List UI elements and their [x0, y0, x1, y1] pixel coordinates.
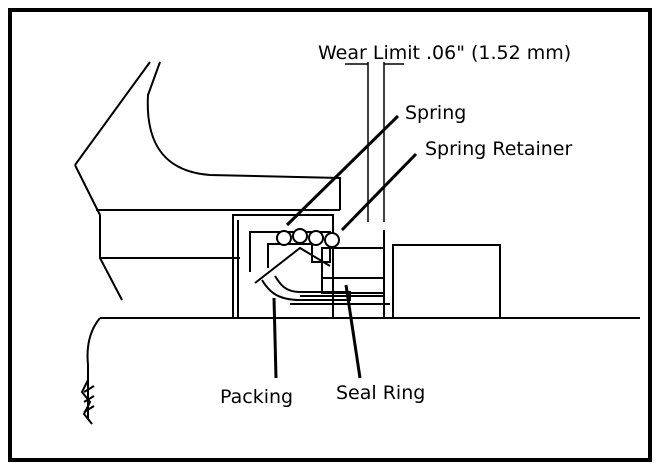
mating-ring [392, 244, 501, 318]
seal-ring-label: Seal Ring [336, 382, 426, 404]
spring-coil [308, 230, 324, 246]
spring-coil [324, 232, 340, 248]
spring-coil [276, 230, 292, 246]
spring-retainer-leader [340, 152, 418, 232]
spring-coil [292, 228, 308, 244]
housing-outer-contour [74, 61, 151, 301]
break-hatch [80, 379, 93, 425]
packing-leader [272, 297, 278, 379]
seal-ring-shape [321, 247, 385, 294]
seal-case [232, 214, 334, 319]
spring-label: Spring [405, 102, 467, 124]
wear-limit-label: Wear Limit .06" (1.52 mm) [318, 42, 572, 64]
spring-leader [285, 114, 400, 227]
seal-ring-leader [344, 284, 362, 379]
packing-label: Packing [220, 386, 294, 408]
spring-retainer-label: Spring Retainer [425, 138, 573, 160]
housing-inner-contour [146, 61, 341, 210]
shaft-outline [86, 317, 101, 420]
